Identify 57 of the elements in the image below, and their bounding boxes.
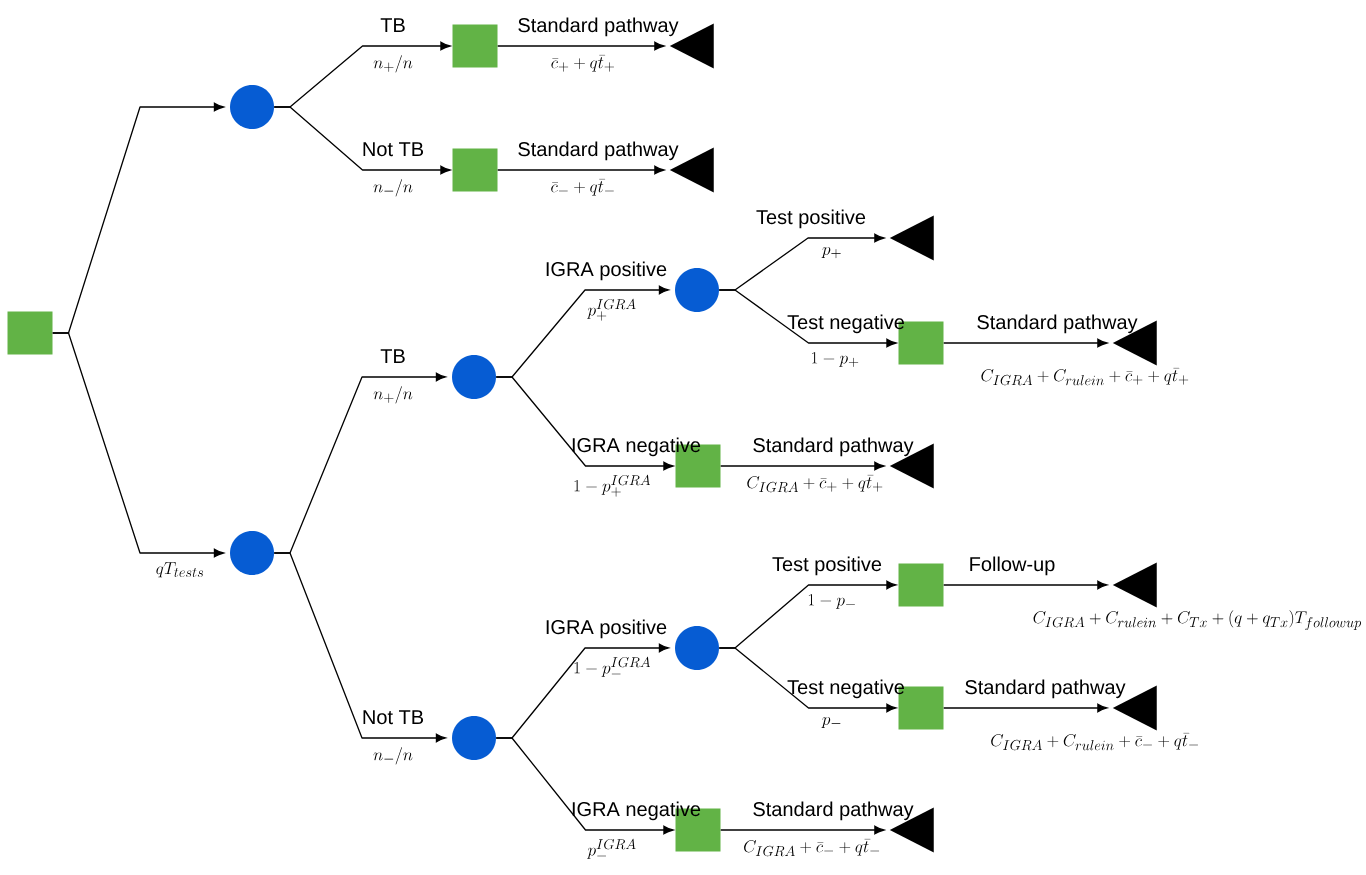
payoff-formula: $1 - p_-$ <box>808 593 855 609</box>
branch-arrow <box>495 737 674 835</box>
payoff-formula: $C_{IGRA} + C_{rulein} + C_{Tx} + (q + q_{Tx})T_{followup}$ <box>1033 610 1362 631</box>
branch-label: IGRA positive <box>546 619 667 639</box>
branch-label: Standard pathway <box>965 679 1126 699</box>
chance-circle <box>452 716 496 760</box>
branch-arrow <box>495 376 674 471</box>
payoff-formula: $C_{IGRA} + C_{rulein} + \bar{c}_- + q\bar{t}_-$ <box>991 732 1198 751</box>
chance-circle <box>230 531 274 575</box>
branch-label: TB <box>380 349 405 363</box>
branch-arrow <box>497 165 665 175</box>
branch-arrow <box>718 647 897 713</box>
payoff-formula: $p_-$ <box>821 717 841 728</box>
branch-arrow <box>720 461 885 471</box>
branch-arrow <box>943 338 1108 348</box>
branch-label: IGRA negative <box>572 801 701 821</box>
branch-arrow <box>718 289 897 348</box>
branch-label: Standard pathway <box>753 437 914 457</box>
branch-label: IGRA positive <box>546 261 667 281</box>
payoff-formula: $\bar{c}_+ + q\bar{t}_+$ <box>551 54 614 72</box>
branch-label: Standard pathway <box>518 17 679 37</box>
chance-circle <box>230 85 274 129</box>
branch-label: Not TB <box>363 710 424 725</box>
chance-circle <box>675 626 719 670</box>
branch-arrow <box>943 703 1108 713</box>
payoff-formula: $p_-^{IGRA}$ <box>587 838 636 859</box>
branch-arrow <box>273 106 451 175</box>
chance-circle <box>675 268 719 312</box>
branch-label: Standard pathway <box>753 801 914 821</box>
branch-arrow <box>273 552 447 743</box>
decision-square <box>7 311 53 355</box>
branch-arrow <box>943 580 1108 590</box>
decision-square <box>452 148 498 192</box>
branch-label: Test negative <box>787 314 904 334</box>
payoff-formula: $n_+/n$ <box>373 55 413 73</box>
chance-circle <box>452 355 496 399</box>
branch-arrow <box>52 332 225 558</box>
decision-square <box>898 563 944 607</box>
payoff-formula: $1 - p_+$ <box>812 351 859 368</box>
branch-label: Standard pathway <box>518 141 679 161</box>
branch-label: IGRA negative <box>572 437 701 457</box>
terminal-triangle <box>1112 562 1157 608</box>
branch-label: Test positive <box>772 556 882 576</box>
branch-label: TB <box>380 18 405 32</box>
branch-label: Not TB <box>363 142 424 157</box>
branch-label: Test negative <box>787 679 904 699</box>
payoff-formula: $\bar{c}_- + q\bar{t}_-$ <box>551 178 614 196</box>
branch-label: Test positive <box>756 209 866 229</box>
branch-arrow <box>497 41 665 51</box>
branch-label: Follow-up <box>970 556 1055 576</box>
decision-square <box>452 24 498 68</box>
payoff-formula: $p_+$ <box>821 247 841 259</box>
payoff-formula: $C_{IGRA} + \bar{c}_- + q\bar{t}_-$ <box>744 838 880 857</box>
branch-label: Standard pathway <box>977 314 1138 334</box>
payoff-formula: $1 - p_-^{IGRA}$ <box>574 656 651 677</box>
branch-arrow <box>720 825 885 835</box>
terminal-triangle <box>889 215 934 261</box>
